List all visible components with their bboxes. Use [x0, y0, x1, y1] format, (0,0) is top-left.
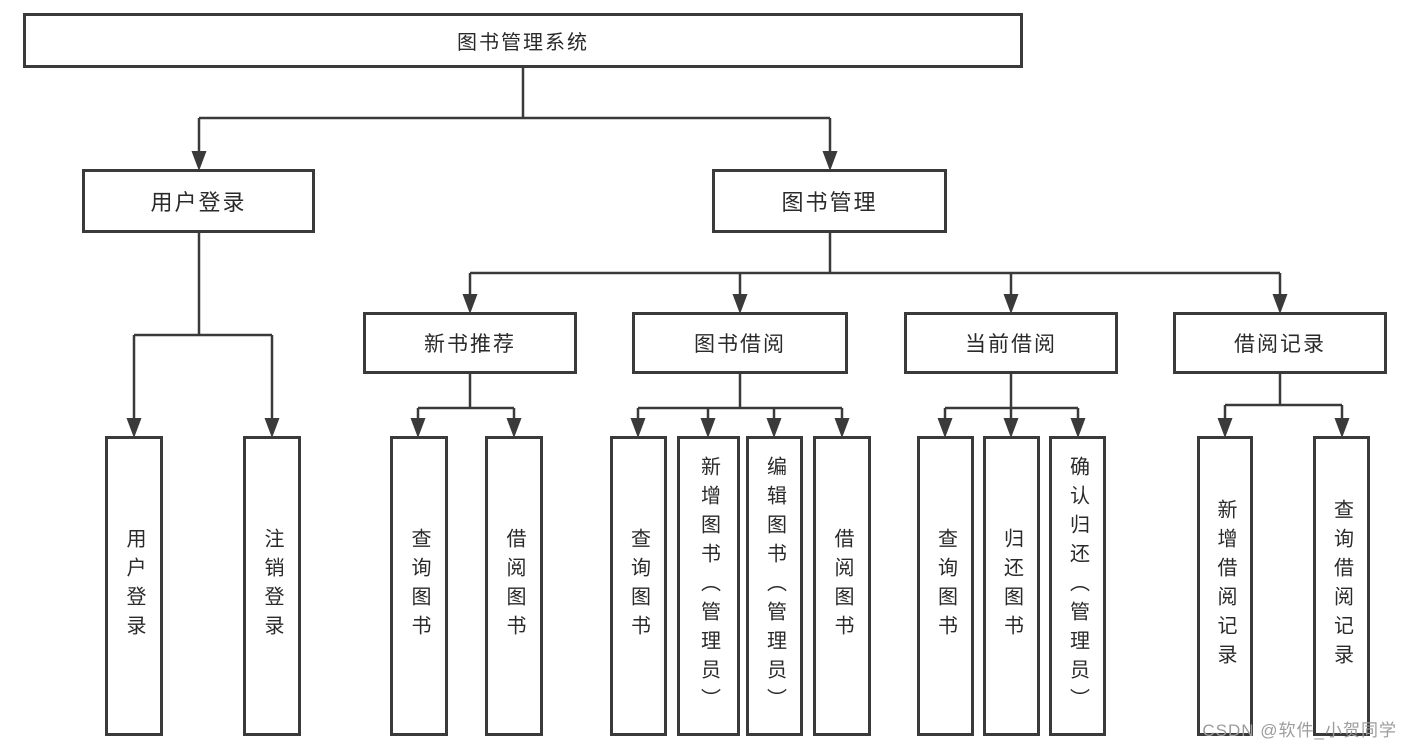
leaf-logout: 注销登录	[243, 436, 301, 736]
leaf-borrow-books: 借阅图书	[813, 436, 871, 736]
leaf-add-borrow-record: 新增借阅记录	[1197, 436, 1253, 736]
leaf-query-books-borrow: 查询图书	[610, 436, 667, 736]
node-book-borrow: 图书借阅	[632, 312, 848, 374]
node-current-borrow: 当前借阅	[904, 312, 1118, 374]
leaf-query-borrow-record: 查询借阅记录	[1313, 436, 1370, 736]
leaf-user-login: 用户登录	[105, 436, 163, 736]
node-root-system: 图书管理系统	[23, 13, 1023, 68]
leaf-return-books: 归还图书	[983, 436, 1040, 736]
leaf-confirm-return-admin: 确认归还（管理员）	[1049, 436, 1106, 736]
leaf-edit-books-admin: 编辑图书（管理员）	[746, 436, 803, 736]
leaf-add-books-admin: 新增图书（管理员）	[677, 436, 740, 736]
node-borrow-records: 借阅记录	[1173, 312, 1387, 374]
node-book-management: 图书管理	[712, 169, 947, 233]
leaf-query-books-current: 查询图书	[917, 436, 974, 736]
node-new-book-recommend: 新书推荐	[363, 312, 577, 374]
csdn-watermark: CSDN @软件_小贺同学	[1202, 721, 1397, 740]
leaf-borrow-books-recommend: 借阅图书	[485, 436, 543, 736]
leaf-query-books-recommend: 查询图书	[390, 436, 448, 736]
arrowheads	[126, 151, 1350, 438]
node-user-login: 用户登录	[82, 169, 315, 233]
